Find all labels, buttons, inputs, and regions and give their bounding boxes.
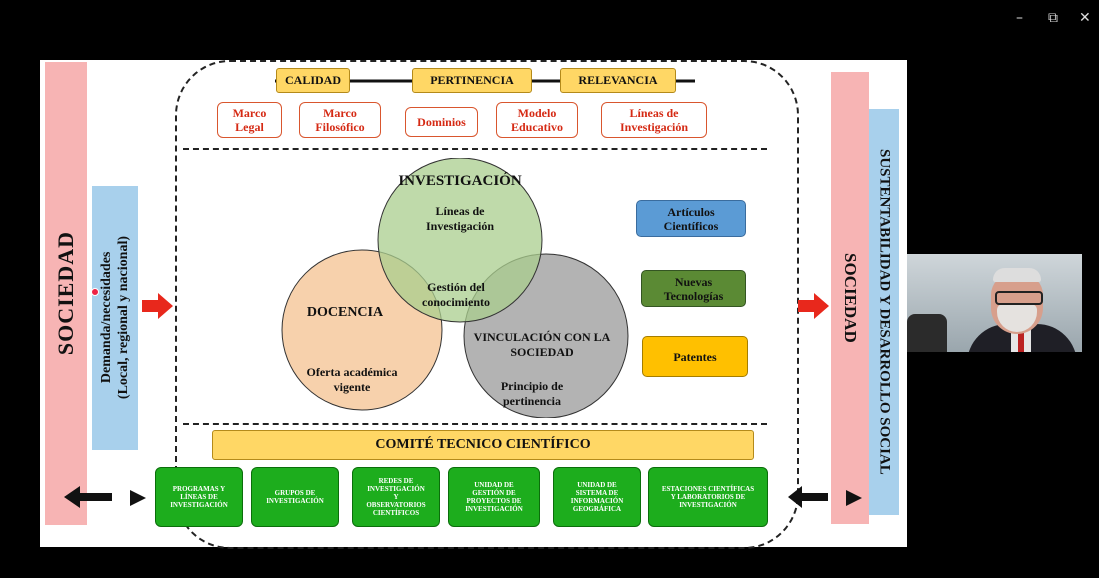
pertinencia-box: PERTINENCIA (412, 68, 532, 93)
nuevas-tecnologias-box: Nuevas Tecnologías (641, 270, 746, 307)
patentes-box: Patentes (642, 336, 748, 377)
sociedad-left-label: SOCIEDAD (53, 231, 78, 356)
calidad-box: CALIDAD (276, 68, 350, 93)
dashed-separator-bottom (183, 423, 767, 425)
play-triangle-icon (130, 490, 146, 506)
relevancia-box: RELEVANCIA (560, 68, 676, 93)
play-triangle-icon (846, 490, 862, 506)
bottom-box-estaciones: ESTACIONES CIENTÍFICAS Y LABORATORIOS DE… (648, 467, 768, 527)
demanda-bar: Demanda/necesidades (Local, regional y n… (92, 186, 138, 450)
marco-filosofico-box: Marco Filosófico (299, 102, 381, 138)
bottom-box-grupos: GRUPOS DE INVESTIGACIÓN (251, 467, 339, 527)
venn-diagram (281, 158, 629, 418)
sustentabilidad-label: SUSTENTABILIDAD Y DESARROLLO SOCIAL (876, 149, 893, 475)
minimize-button[interactable]: – (1016, 10, 1023, 26)
sociedad-left-bar: SOCIEDAD (45, 62, 87, 525)
marco-legal-box: Marco Legal (217, 102, 282, 138)
sociedad-right-label: SOCIEDAD (841, 253, 860, 343)
slide: SOCIEDAD Demanda/necesidades (Local, reg… (40, 60, 907, 549)
close-button[interactable]: ✕ (1079, 10, 1091, 26)
left-arrow-icon (788, 486, 828, 508)
sociedad-right-bar: SOCIEDAD (831, 72, 869, 524)
comite-bar: COMITÉ TECNICO CIENTÍFICO (212, 430, 754, 460)
lineas-investigacion-box: Líneas de Investigación (601, 102, 707, 138)
webcam-video-tile (907, 254, 1082, 352)
bottom-box-unidad-sig: UNIDAD DE SISTEMA DE INFORMACIÓN GEOGRÁF… (553, 467, 641, 527)
right-arrow-icon (798, 293, 829, 319)
investigacion-circle (377, 158, 543, 323)
right-arrow-icon (142, 293, 173, 319)
articulos-box: Artículos Científicos (636, 200, 746, 237)
dominios-box: Dominios (405, 107, 478, 137)
bottom-box-redes: REDES DE INVESTIGACIÓN Y OBSERVATORIOS C… (352, 467, 440, 527)
modelo-educativo-box: Modelo Educativo (496, 102, 578, 138)
investigacion-title: INVESTIGACIÓN (398, 173, 522, 189)
sustentabilidad-bar: SUSTENTABILIDAD Y DESARROLLO SOCIAL (869, 109, 899, 515)
investigacion-sub: Líneas de Investigación (425, 204, 494, 233)
docencia-sub: Oferta académica vigente (306, 365, 398, 394)
bottom-box-programas: PROGRAMAS Y LÍNEAS DE INVESTIGACIÓN (155, 467, 243, 527)
red-dot (91, 288, 99, 296)
dashed-separator-top (183, 148, 767, 150)
gestion-conocimiento: Gestión del conocimiento (422, 280, 490, 309)
restore-button[interactable]: ⧉ (1048, 10, 1058, 26)
docencia-title: DOCENCIA (306, 305, 384, 320)
vinculacion-title: VINCULACIÓN CON LA SOCIEDAD (473, 330, 611, 359)
vinculacion-sub: Principio de pertinencia (500, 379, 564, 408)
bottom-box-unidad-gestion: UNIDAD DE GESTIÓN DE PROYECTOS DE INVEST… (448, 467, 540, 527)
demanda-label: Demanda/necesidades (Local, regional y n… (99, 236, 131, 400)
left-arrow-icon (64, 486, 112, 508)
